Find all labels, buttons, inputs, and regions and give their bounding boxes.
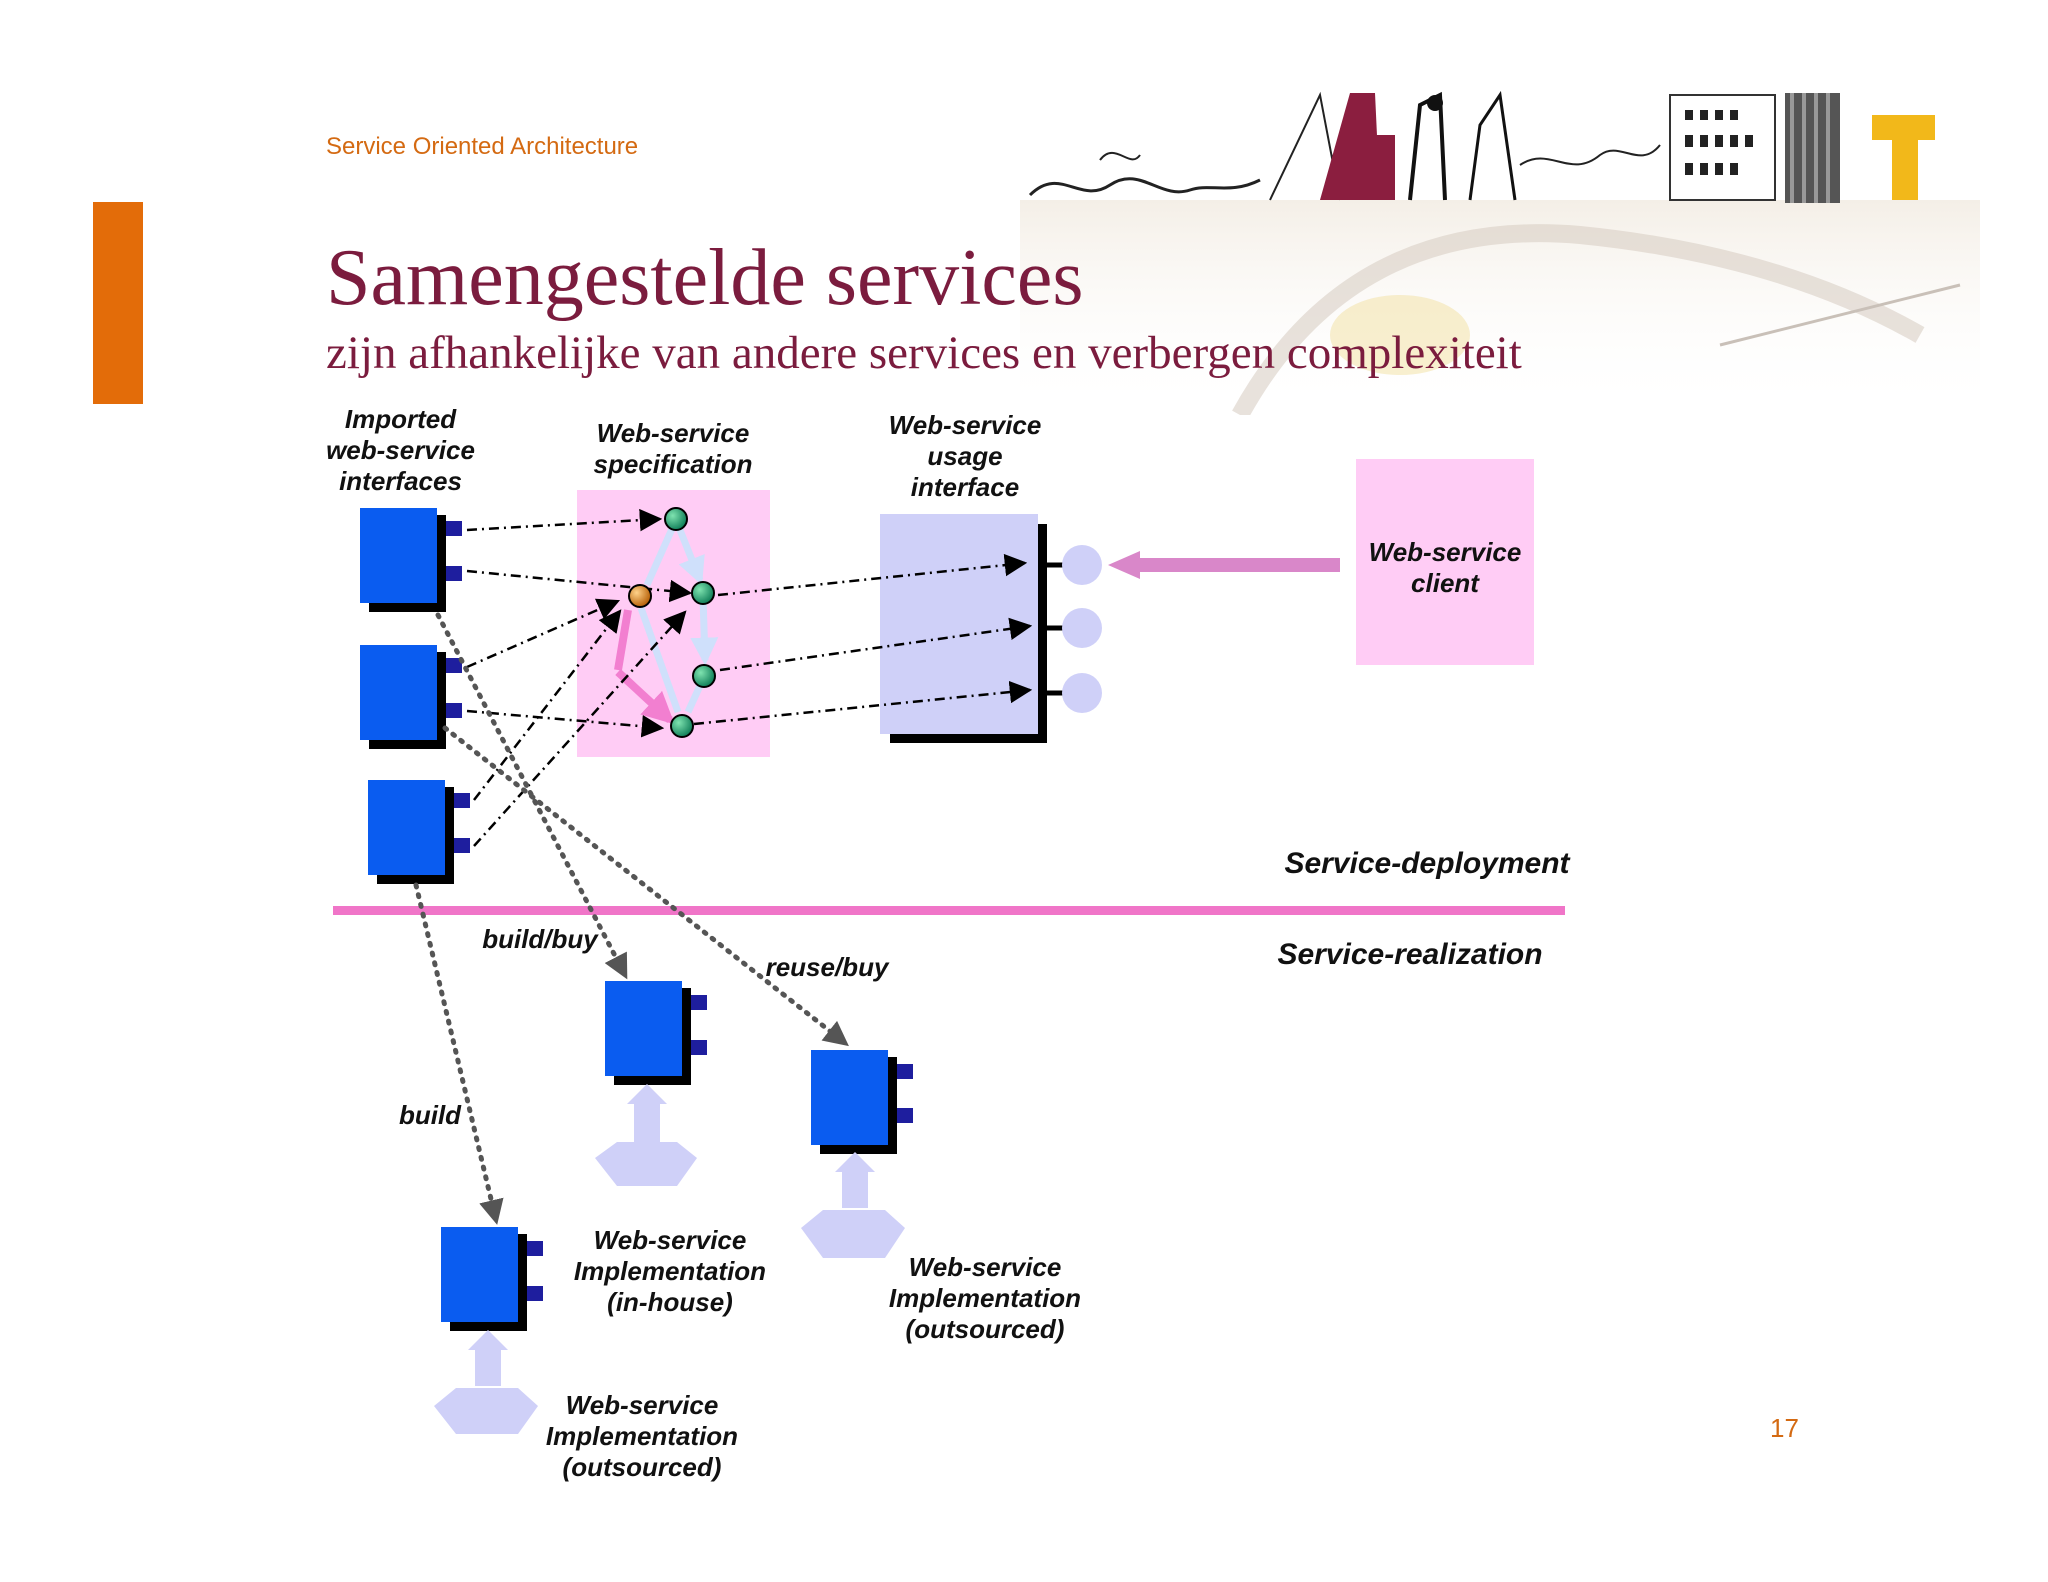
implementation-inhouse-label: Web-service Implementation (in-house)	[573, 1225, 767, 1318]
build-buy-label: build/buy	[482, 924, 598, 954]
page-number: 17	[1770, 1413, 1799, 1443]
implementation-component-outsourced	[801, 1050, 913, 1258]
slide-title: Samengestelde services	[326, 234, 1084, 322]
imported-component-3	[368, 780, 470, 884]
implementation-outsourced-label-2: Web-service Implementation (outsourced)	[545, 1390, 739, 1483]
imported-interfaces-label: Imported web-service interfaces	[326, 404, 475, 497]
usage-interface-box	[880, 514, 1038, 734]
usage-interface-label: Web-service usage interface	[888, 410, 1042, 503]
implementation-component-inhouse	[595, 981, 707, 1186]
course-header: Service Oriented Architecture	[326, 133, 639, 160]
spec-node-1	[664, 507, 688, 531]
accent-bar	[93, 202, 143, 404]
imported-component-2	[360, 645, 462, 749]
specification-label: Web-service specification	[593, 418, 753, 480]
reuse-buy-label: reuse/buy	[765, 952, 889, 982]
imported-component-1	[360, 508, 462, 612]
client-box	[1356, 459, 1534, 665]
spec-node-2	[691, 581, 715, 605]
usage-port-1	[1062, 545, 1102, 585]
build-label: build	[398, 1100, 462, 1130]
usage-port-2	[1062, 608, 1102, 648]
spec-node-5	[670, 714, 694, 738]
header-artwork	[1020, 90, 1980, 415]
deployment-label: Service-deployment	[1284, 847, 1570, 880]
deployment-divider	[333, 906, 1565, 915]
client-label: Web-service client	[1368, 537, 1522, 599]
implementation-component-build	[434, 1227, 543, 1434]
usage-port-3	[1062, 673, 1102, 713]
slide-subtitle: zijn afhankelijke van andere services en…	[326, 327, 1522, 379]
realization-label: Service-realization	[1277, 938, 1543, 971]
implementation-outsourced-label: Web-service Implementation (outsourced)	[888, 1252, 1082, 1345]
spec-node-3	[628, 584, 652, 608]
spec-node-4	[692, 664, 716, 688]
